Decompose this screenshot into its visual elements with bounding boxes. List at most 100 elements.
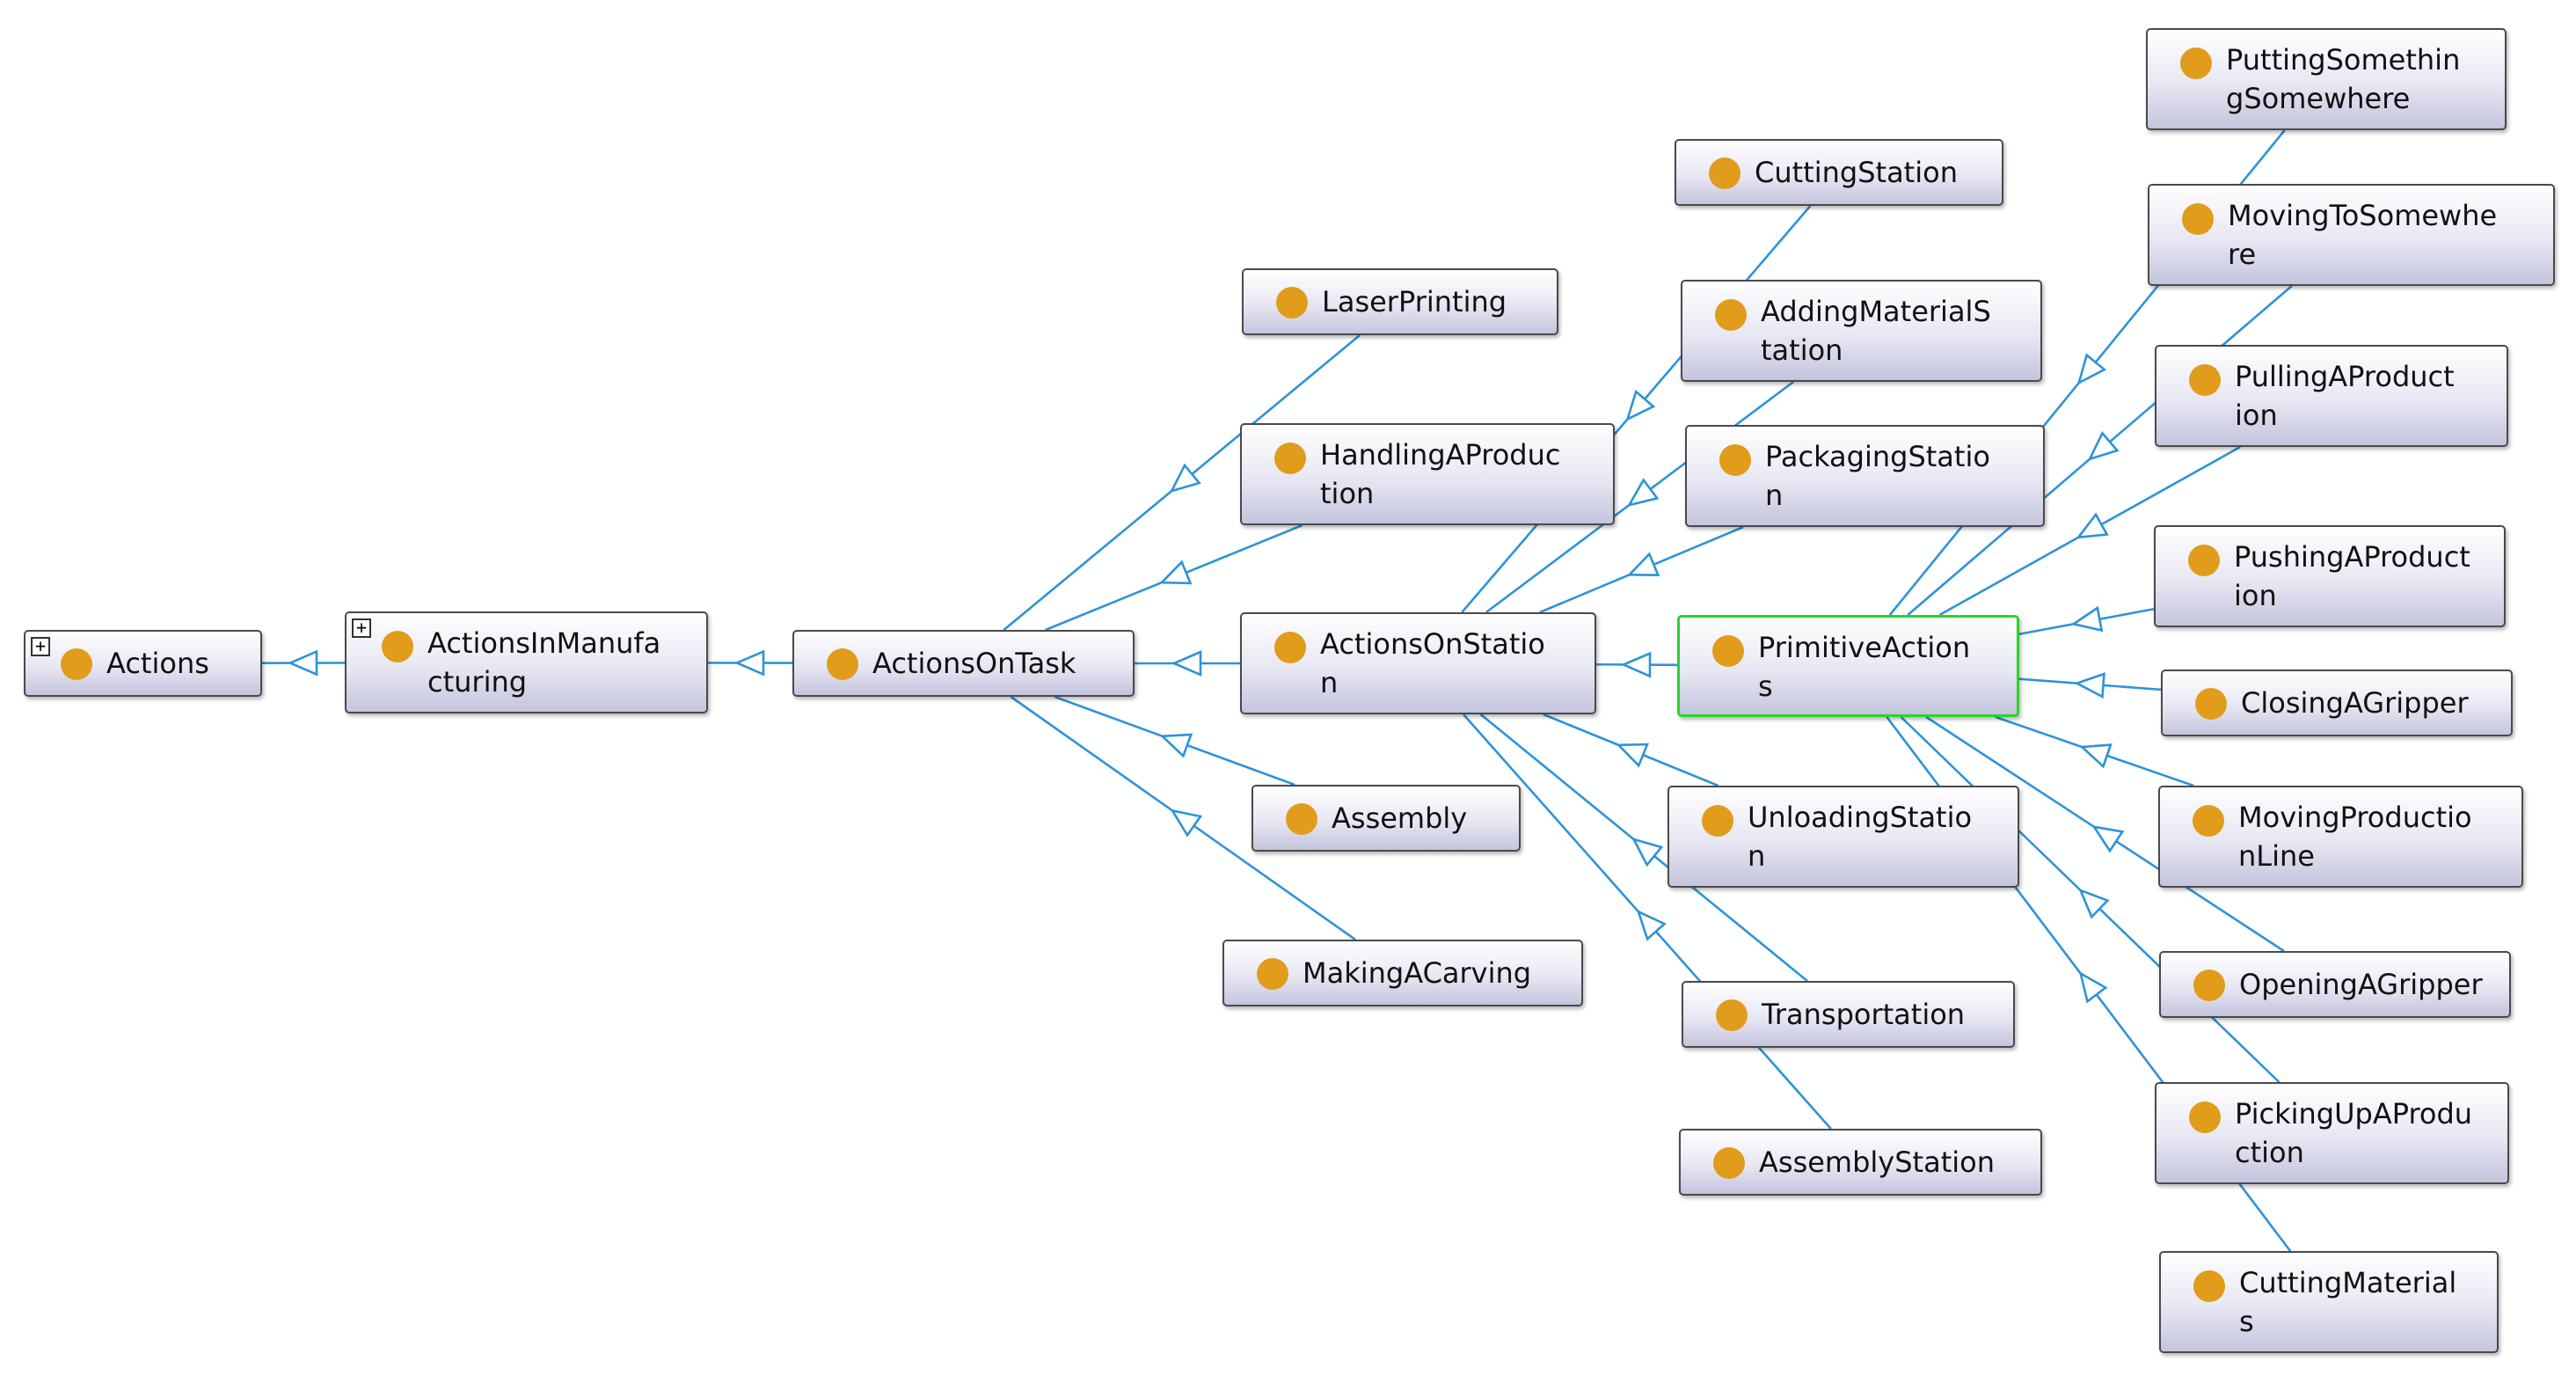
node-label-line: ion (2234, 579, 2277, 612)
subclass-arrow-icon (2091, 825, 2125, 853)
subclass-arrow-icon (1620, 651, 1652, 678)
class-icon (2180, 48, 2212, 79)
node-label: UnloadingStatio n (1748, 798, 1972, 875)
node-movingtosomewhere[interactable]: MovingToSomewhe re (2148, 184, 2555, 286)
subclass-arrow-icon (2076, 512, 2109, 539)
class-icon (2193, 970, 2225, 1001)
class-icon (2195, 688, 2227, 720)
class-icon (1715, 299, 1747, 331)
class-icon (61, 648, 92, 680)
subclass-arrow-icon (2070, 605, 2104, 633)
node-label-line: PackagingStatio (1765, 440, 1990, 473)
subclass-arrow-icon (2076, 353, 2107, 385)
node-label-line: PuttingSomethin (2226, 43, 2461, 77)
class-icon (1274, 443, 1306, 474)
node-label-line: re (2228, 238, 2257, 271)
subclass-arrow-icon (1616, 743, 1649, 768)
node-label: CuttingMaterial s (2239, 1263, 2456, 1341)
subclass-arrow-icon (1169, 463, 1201, 494)
subclass-arrow-icon (1171, 650, 1202, 677)
class-icon (1713, 1147, 1745, 1179)
subclass-arrow-icon (2079, 743, 2113, 769)
class-icon (1257, 958, 1288, 990)
node-label-line: OpeningAGripper (2239, 968, 2483, 1001)
node-actions[interactable]: + Actions (24, 630, 262, 697)
node-label: OpeningAGripper (2239, 965, 2483, 1004)
subclass-arrow-icon (1636, 909, 1667, 941)
node-movingproductionline[interactable]: MovingProductio nLine (2158, 786, 2523, 888)
expand-plus-icon[interactable]: + (352, 618, 371, 638)
node-label: ClosingAGripper (2241, 684, 2469, 722)
node-label-line: Actions (106, 647, 209, 680)
node-label-line: CuttingMaterial (2239, 1266, 2457, 1299)
node-label-line: Assembly (1332, 801, 1468, 835)
subclass-arrow-icon (2078, 970, 2108, 1004)
node-label: PackagingStatio n (1765, 437, 1990, 515)
node-label-line: nLine (2238, 839, 2315, 873)
class-icon (1719, 444, 1751, 476)
node-label-line: LaserPrinting (1322, 285, 1507, 318)
node-label: PrimitiveAction s (1758, 628, 1970, 706)
node-assemblystation[interactable]: AssemblyStation (1679, 1129, 2042, 1196)
node-cuttingmaterials[interactable]: CuttingMaterial s (2159, 1251, 2499, 1353)
node-laserprinting[interactable]: LaserPrinting (1242, 268, 1558, 335)
subclass-arrow-icon (287, 649, 318, 677)
node-actionsontask[interactable]: ActionsOnTask (792, 630, 1135, 697)
node-cuttingstation[interactable]: CuttingStation (1675, 139, 2003, 206)
node-label-line: ion (2235, 399, 2278, 432)
node-label-line: n (1320, 666, 1339, 699)
node-label-line: AssemblyStation (1759, 1145, 1995, 1179)
node-label-line: s (2239, 1305, 2254, 1338)
class-icon (2193, 1270, 2225, 1302)
node-closingagripper[interactable]: ClosingAGripper (2161, 670, 2513, 736)
node-label-line: ActionsInManufa (427, 626, 661, 660)
node-primitiveactions[interactable]: PrimitiveAction s (1677, 615, 2019, 717)
node-label-line: PrimitiveAction (1758, 631, 1971, 664)
class-icon (1276, 287, 1308, 318)
node-label-line: CuttingStation (1755, 156, 1958, 189)
class-icon (2189, 1101, 2221, 1133)
node-label-line: n (1765, 479, 1784, 512)
subclass-arrow-icon (1631, 837, 1664, 867)
class-icon (1286, 803, 1317, 835)
node-label: LaserPrinting (1322, 282, 1507, 321)
node-unloadingstation[interactable]: UnloadingStatio n (1667, 786, 2019, 888)
class-icon (1702, 805, 1733, 837)
expand-plus-icon[interactable]: + (31, 637, 50, 656)
node-label: MakingACarving (1303, 954, 1531, 992)
subclass-arrow-icon (1626, 478, 1660, 507)
node-openingagripper[interactable]: OpeningAGripper (2159, 951, 2511, 1018)
subclass-arrow-icon (1158, 560, 1193, 585)
node-makingacarving[interactable]: MakingACarving (1222, 940, 1583, 1006)
node-label-line: UnloadingStatio (1748, 801, 1973, 834)
node-packagingstation[interactable]: PackagingStatio n (1685, 425, 2045, 527)
node-label-line: MovingToSomewhe (2228, 199, 2498, 232)
node-transportation[interactable]: Transportation (1682, 981, 2015, 1048)
subclass-arrow-icon (1159, 733, 1193, 758)
node-label-line: s (1758, 670, 1773, 703)
node-label-line: MovingProductio (2238, 801, 2472, 834)
class-icon (1274, 632, 1306, 663)
node-label-line: n (1748, 839, 1766, 873)
node-assembly[interactable]: Assembly (1252, 785, 1521, 852)
node-label-line: AddingMaterialS (1761, 295, 1991, 328)
subclass-arrow-icon (733, 649, 765, 677)
class-icon (2193, 805, 2224, 837)
class-icon (382, 631, 413, 662)
